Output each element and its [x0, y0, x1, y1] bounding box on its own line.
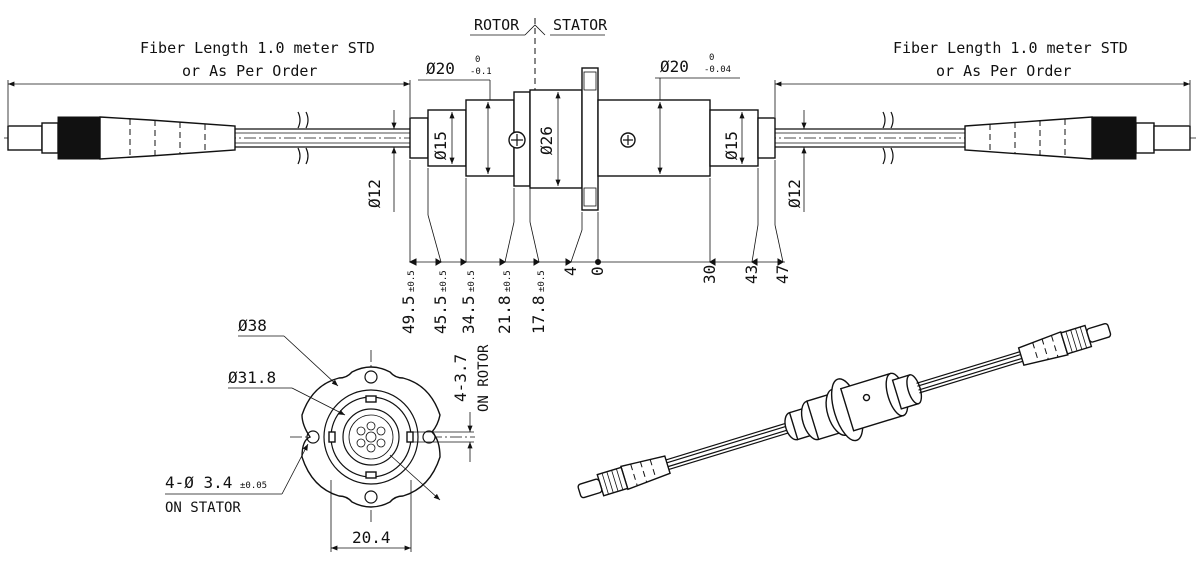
left-fiber-connector: [7, 116, 236, 160]
dim-4: 4: [561, 266, 580, 276]
dim-21-8: 21.8: [495, 295, 514, 334]
fiber-right-line2: or As Per Order: [936, 62, 1071, 80]
d12-right-text: Ø12: [785, 179, 804, 208]
dim-17-8: 17.8: [529, 295, 548, 334]
dim-34-5-tol: ±0.5: [467, 270, 477, 292]
stator-d20-tol-lower: -0.04: [704, 65, 731, 75]
dim-45-5-tol: ±0.5: [439, 270, 449, 292]
rotor-d20-tol-upper: 0: [475, 55, 480, 65]
stator-d20-tol-upper: 0: [709, 53, 714, 63]
end-view: Ø38 Ø31.8 4-3.7 ON ROTOR 4-Ø 3.4 ±0.05 O…: [165, 316, 492, 552]
dim-d15-right: Ø15: [722, 112, 745, 164]
dim-d15-left: Ø15: [431, 112, 455, 164]
axial-dimensions: 49.5 ±0.5 45.5 ±0.5 34.5 ±0.5 21.8 ±0.5 …: [399, 160, 792, 334]
dim-47: 47: [773, 265, 792, 284]
d15-right-text: Ø15: [722, 131, 741, 160]
dim-30: 30: [700, 265, 719, 284]
dim-34-5: 34.5: [459, 295, 478, 334]
right-fiber: [775, 111, 965, 165]
slip-ring-body: [409, 67, 776, 211]
left-fiber: [235, 111, 410, 165]
stator-holes-text: 4-Ø 3.4: [165, 473, 232, 492]
d31-8-text: Ø31.8: [228, 368, 276, 387]
dim-43: 43: [742, 265, 761, 284]
dim-49-5: 49.5: [399, 295, 418, 334]
dim-0: 0: [588, 266, 607, 276]
side-view: ROTOR STATOR Fiber Length 1.0 meter STD …: [4, 16, 1196, 334]
dim-21-8-tol: ±0.5: [503, 270, 513, 292]
dim-d26: Ø26: [537, 92, 561, 186]
stator-holes-note: ON STATOR: [165, 500, 241, 516]
dim-rotor-d20: Ø20 0 -0.1: [418, 55, 492, 174]
fiber-left-line2: or As Per Order: [182, 62, 317, 80]
stator-d20-text: Ø20: [660, 57, 689, 76]
width-text: 20.4: [352, 528, 391, 547]
dim-stator-d20: Ø20 0 -0.04: [655, 53, 740, 174]
right-fiber-connector: [964, 116, 1191, 160]
dim-17-8-tol: ±0.5: [537, 270, 547, 292]
dim-d12-right: Ø12: [775, 110, 808, 212]
dim-49-5-tol: ±0.5: [407, 270, 417, 292]
fiber-left-line1: Fiber Length 1.0 meter STD: [140, 39, 375, 57]
rotor-stator-label: ROTOR STATOR: [470, 16, 608, 90]
dim-45-5: 45.5: [431, 295, 450, 334]
fiber-length-dimension-left: Fiber Length 1.0 meter STD or As Per Ord…: [7, 39, 411, 125]
rotor-holes-note: ON ROTOR: [476, 344, 492, 412]
d38-text: Ø38: [238, 316, 267, 335]
stator-label: STATOR: [553, 16, 608, 34]
d15-left-text: Ø15: [431, 131, 450, 160]
rotor-holes-text: 4-3.7: [451, 354, 470, 402]
rotor-label: ROTOR: [474, 16, 520, 34]
rotor-d20-text: Ø20: [426, 59, 455, 78]
width-dimension: 20.4: [330, 480, 412, 552]
fiber-length-dimension-right: Fiber Length 1.0 meter STD or As Per Ord…: [774, 39, 1191, 125]
isometric-view: [577, 322, 1112, 499]
d12-left-text: Ø12: [365, 179, 384, 208]
stator-holes-callout: 4-Ø 3.4 ±0.05 ON STATOR: [165, 443, 309, 516]
d26-text: Ø26: [537, 126, 556, 155]
fiber-right-line1: Fiber Length 1.0 meter STD: [893, 39, 1128, 57]
rotor-d20-tol-lower: -0.1: [470, 67, 492, 77]
stator-holes-tol: ±0.05: [240, 481, 267, 491]
dim-d12-left: Ø12: [365, 110, 410, 212]
